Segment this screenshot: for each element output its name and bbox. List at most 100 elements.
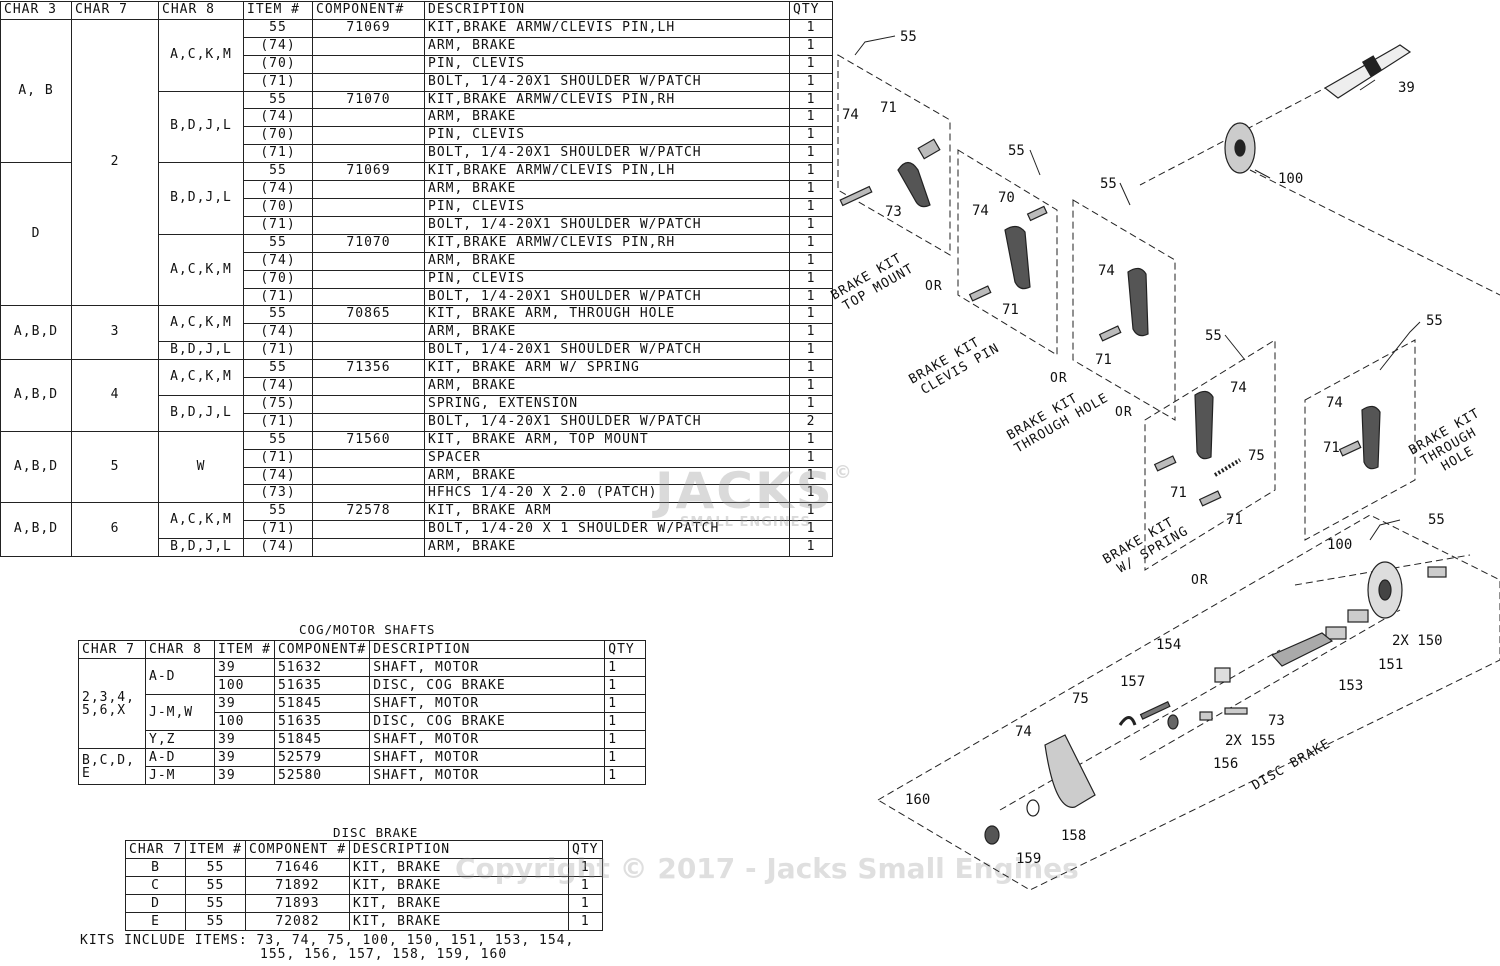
component-cell: 52580	[273, 766, 371, 785]
char8-cell: J-M,W	[145, 694, 215, 731]
char8-cell: B,D,J,L	[158, 90, 244, 164]
item-cell: (71)	[243, 341, 313, 361]
header-qty: QTY	[789, 1, 833, 20]
qty-cell: 1	[604, 766, 647, 785]
qty-cell: 1	[789, 108, 833, 128]
description-cell: BOLT, 1/4-20X1 SHOULDER W/PATCH	[424, 215, 790, 235]
description-cell: KIT, BRAKE	[349, 912, 570, 931]
char7-cell: 5	[71, 430, 159, 504]
component-cell: 71646	[244, 858, 351, 877]
description-cell: ARM, BRAKE	[424, 466, 790, 486]
axis-line	[999, 649, 1281, 811]
callout-55: 55	[1205, 328, 1222, 344]
kits-note-line2: 155, 156, 157, 158, 159, 160	[260, 947, 508, 962]
callout-74: 74	[1015, 724, 1032, 740]
or-label: OR	[1050, 371, 1068, 386]
callout-160: 160	[905, 792, 930, 808]
callout-154: 154	[1156, 637, 1181, 653]
callout-71: 71	[1226, 512, 1243, 528]
item-cell: (71)	[243, 287, 313, 307]
header-component: COMPONENT#	[312, 1, 425, 20]
through-hole-kit-box	[1072, 199, 1176, 421]
item-cell: (74)	[243, 180, 313, 199]
or-label: OR	[1115, 405, 1133, 420]
callout-39: 39	[1398, 80, 1415, 96]
description-cell: KIT, BRAKE	[349, 894, 570, 913]
qty-cell: 2	[789, 412, 833, 432]
callout-70: 70	[998, 190, 1015, 206]
jacks-logo-watermark: JACKS©	[655, 462, 854, 520]
header-item: ITEM #	[214, 640, 275, 659]
char3-cell: A,B,D	[0, 359, 72, 432]
item-cell: (71)	[243, 412, 313, 432]
callout-55: 55	[1426, 313, 1443, 329]
header-char8: CHAR 8	[145, 640, 215, 659]
header-char7: CHAR 7	[125, 840, 186, 859]
table-header-row: CHAR 3 CHAR 7 CHAR 8 ITEM # COMPONENT# D…	[0, 1, 833, 20]
char7-cell: 2,3,4, 5,6,X	[78, 658, 146, 749]
description-cell: SPACER	[424, 448, 790, 468]
callout-100: 100	[1278, 171, 1303, 187]
qty-cell: 1	[789, 377, 833, 396]
char8-cell: B,D,J,L	[158, 394, 244, 432]
item-cell: (71)	[243, 448, 313, 468]
main-parts-table: CHAR 3 CHAR 7 CHAR 8 ITEM # COMPONENT# D…	[0, 1, 833, 558]
callout-71: 71	[880, 100, 897, 116]
char7-cell: 4	[71, 359, 159, 432]
component-cell: 72082	[244, 912, 351, 931]
callout-100: 100	[1327, 537, 1352, 553]
axis-line	[1249, 169, 1500, 296]
header-char8: CHAR 8	[158, 1, 244, 20]
qty-cell: 1	[789, 394, 833, 414]
qty-cell: 1	[789, 305, 833, 325]
callout-74: 74	[1230, 380, 1247, 396]
char8-cell: A-D	[145, 748, 215, 767]
description-cell: ARM, BRAKE	[424, 36, 790, 56]
callout-150: 2X 150	[1392, 633, 1443, 649]
item-cell: (74)	[243, 377, 313, 396]
item-cell: (74)	[243, 36, 313, 56]
qty-cell: 1	[789, 90, 833, 110]
motor-shaft-39-part	[1323, 44, 1412, 99]
char8-cell: A,C,K,M	[158, 502, 244, 540]
callout-55: 55	[1008, 143, 1025, 159]
table-header-row: CHAR 7 CHAR 8 ITEM # COMPONENT# DESCRIPT…	[78, 640, 647, 659]
callout-74: 74	[972, 203, 989, 219]
spring-kit-box	[1144, 339, 1276, 571]
description-cell: ARM, BRAKE	[424, 538, 790, 558]
char8-cell: A,C,K,M	[158, 18, 244, 92]
description-cell: ARM, BRAKE	[424, 323, 790, 343]
copyright-mark: ©	[833, 462, 854, 483]
or-label: OR	[1191, 573, 1209, 588]
char7-cell: B,C,D, E	[78, 748, 146, 785]
callout-55: 55	[1428, 512, 1445, 528]
item-cell: (74)	[243, 251, 313, 271]
clevis-pin-kit-box	[957, 149, 1058, 356]
item-cell: (74)	[243, 323, 313, 343]
description-cell: ARM, BRAKE	[424, 251, 790, 271]
kits-include-note: KITS INCLUDE ITEMS: 73, 74, 75, 100, 150…	[80, 934, 574, 962]
callout-73: 73	[885, 204, 902, 220]
item-cell: (74)	[243, 538, 313, 558]
clevis-pin-kit-label: BRAKE KIT CLEVIS PIN	[907, 335, 1003, 398]
item-cell: 55	[184, 912, 246, 931]
disc-brake-kit-box	[877, 514, 1500, 891]
description-cell: BOLT, 1/4-20X1 SHOULDER W/PATCH	[424, 72, 790, 92]
brake-arm-74-part	[1127, 267, 1149, 337]
component-cell: 71069	[312, 18, 425, 38]
